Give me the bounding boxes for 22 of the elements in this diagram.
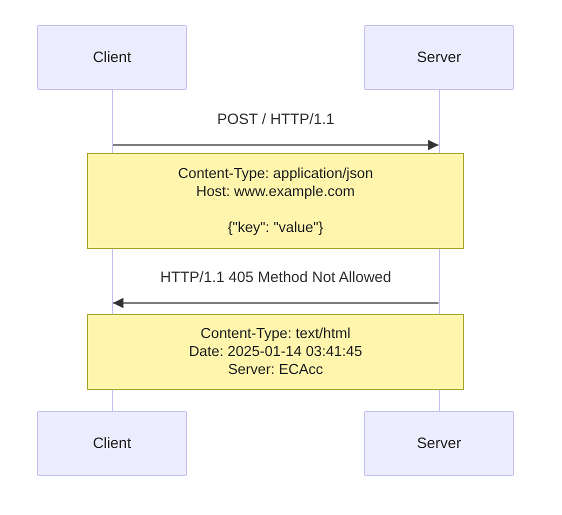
note-text: Date: 2025-01-14 03:41:45 — [188, 343, 362, 361]
participant-box — [364, 25, 514, 90]
note-text: Server: ECAcc — [228, 361, 324, 379]
participant-name: Server — [416, 48, 462, 66]
lifeline — [112, 90, 113, 411]
participant-name: Client — [92, 48, 132, 66]
message-arrow — [113, 298, 438, 308]
note-text: Host: www.example.com — [196, 183, 355, 201]
message-label: HTTP/1.1 405 Method Not Allowed — [160, 269, 392, 286]
note-box — [87, 153, 464, 249]
lifeline — [438, 90, 440, 411]
participant-box — [37, 411, 187, 476]
participant-name: Server — [416, 434, 462, 452]
note-box — [87, 314, 464, 390]
participant-box — [37, 25, 187, 90]
participant-box — [364, 411, 514, 476]
note-text: Content-Type: text/html — [200, 325, 350, 343]
participant-name: Client — [92, 434, 132, 452]
note-text: {"key": "value"} — [228, 219, 324, 237]
message-label: POST / HTTP/1.1 — [217, 111, 334, 128]
message-arrow — [113, 140, 438, 150]
note-text: Content-Type: application/json — [178, 165, 374, 183]
